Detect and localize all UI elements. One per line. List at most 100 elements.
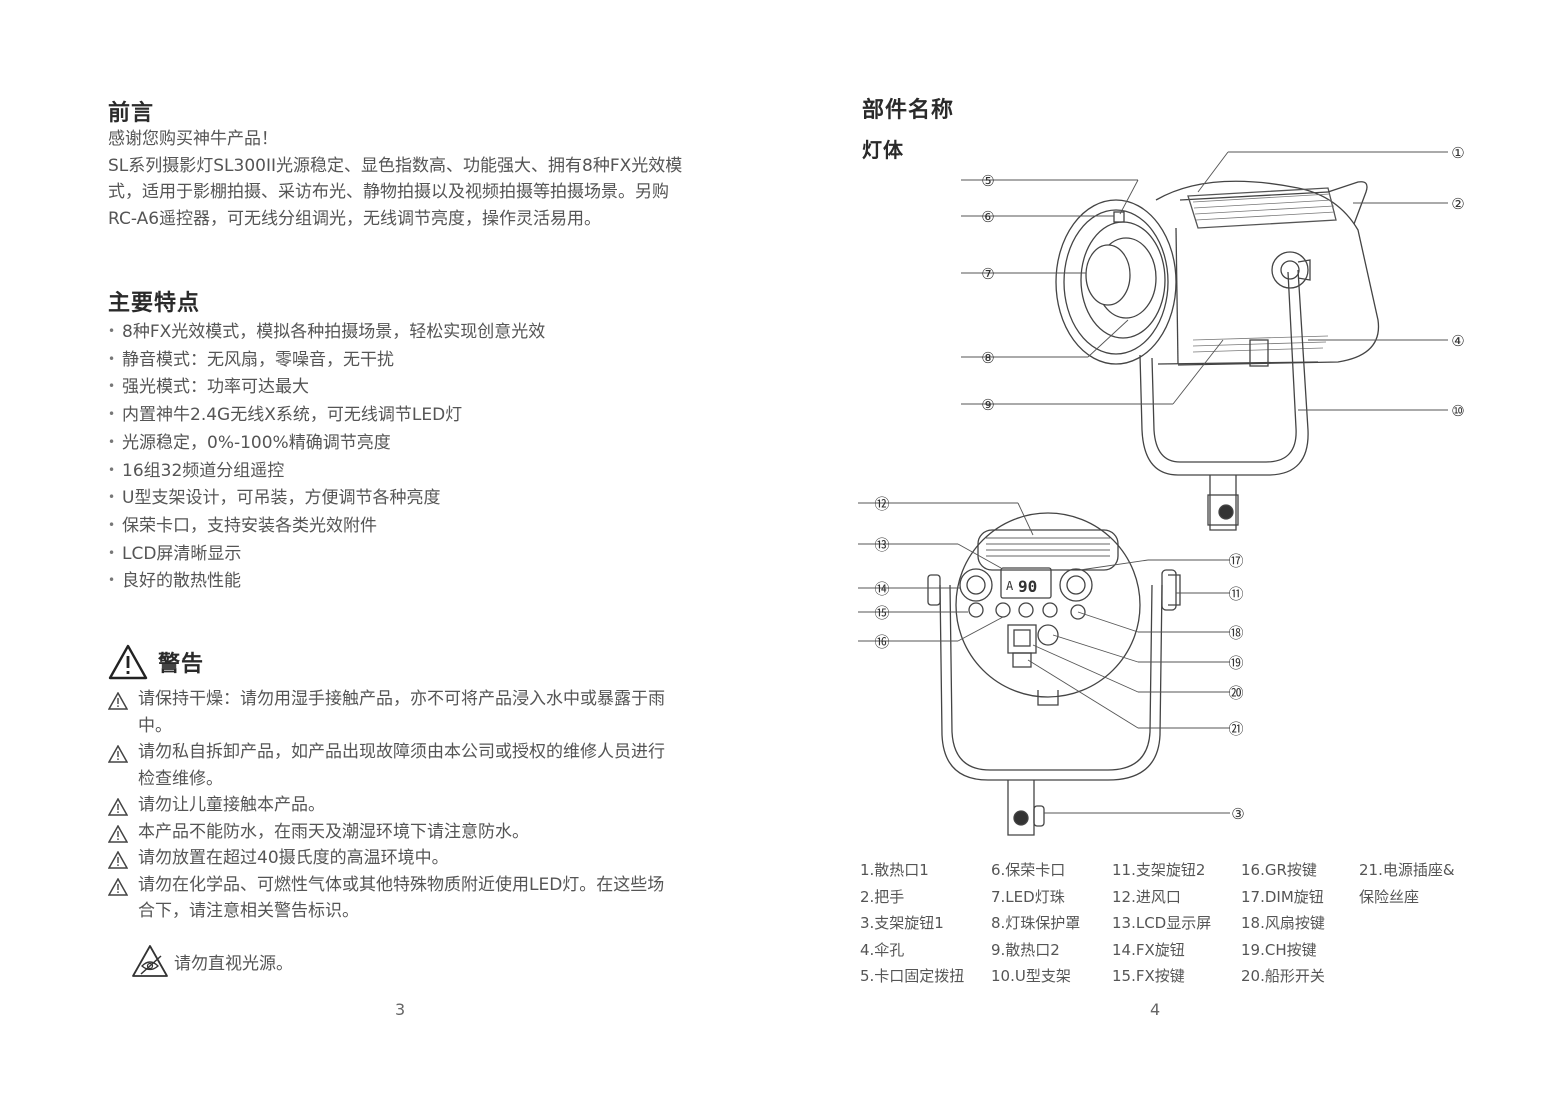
legend-column: 21.电源插座& 保险丝座 bbox=[1359, 857, 1455, 910]
callout-9: ⑨ bbox=[981, 396, 994, 414]
feature-item: 保荣卡口，支持安装各类光效附件 bbox=[108, 512, 545, 540]
callout-7: ⑦ bbox=[981, 265, 994, 283]
feature-item: 内置神牛2.4G无线X系统，可无线调节LED灯 bbox=[108, 401, 545, 429]
legend-column: 6.保荣卡口 7.LED灯珠 8.灯珠保护罩 9.散热口2 10.U型支架 bbox=[991, 857, 1080, 990]
warning-line: 检查维修。 bbox=[138, 768, 223, 789]
callout-21: ㉑ bbox=[1228, 720, 1243, 738]
callout-14: ⑭ bbox=[874, 580, 889, 598]
legend-item: 14.FX旋钮 bbox=[1112, 940, 1185, 959]
warning-line: 合下，请注意相关警告标识。 bbox=[138, 901, 359, 921]
callout-2: ② bbox=[1451, 195, 1464, 213]
legend-item: 9.散热口2 bbox=[991, 940, 1060, 959]
legend-item: 16.GR按键 bbox=[1241, 861, 1317, 879]
callout-6: ⑥ bbox=[981, 208, 994, 226]
parts-heading: 部件名称 bbox=[862, 98, 955, 123]
page-number-right: 4 bbox=[1150, 1000, 1161, 1019]
left-page: 前言 感谢您购买神牛产品！ SL系列摄影灯SL300II光源稳定、显色指数高、功… bbox=[0, 0, 778, 1104]
preface-line: SL系列摄影灯SL300II光源稳定、显色指数高、功能强大、拥有8种FX光效模 bbox=[108, 155, 683, 176]
legend-item: 12.进风口 bbox=[1112, 887, 1181, 906]
feature-item: 光源稳定，0%-100%精确调节亮度 bbox=[108, 429, 545, 457]
legend-column: 16.GR按键 17.DIM旋钮 18.风扇按键 19.CH按键 20.船形开关 bbox=[1241, 857, 1325, 990]
warning-item: 本产品不能防水，在雨天及潮湿环境下请注意防水。 bbox=[108, 819, 718, 846]
warning-small-icon bbox=[108, 824, 128, 843]
feature-item: 16组32频道分组遥控 bbox=[108, 457, 545, 485]
legend-item: 17.DIM旋钮 bbox=[1241, 887, 1324, 906]
callout-11: ⑪ bbox=[1228, 585, 1243, 603]
page-number-left: 3 bbox=[395, 1000, 406, 1019]
legend-item: 10.U型支架 bbox=[991, 967, 1071, 985]
legend-item: 6.保荣卡口 bbox=[991, 861, 1066, 879]
warning-item: 请勿在化学品、可燃性气体或其他特殊物质附近使用LED灯。在这些场 合下，请注意相… bbox=[108, 872, 718, 925]
preface-text: 感谢您购买神牛产品！ SL系列摄影灯SL300II光源稳定、显色指数高、功能强大… bbox=[108, 126, 718, 232]
legend-item: 18.风扇按键 bbox=[1241, 914, 1325, 932]
feature-item: LCD屏清晰显示 bbox=[108, 540, 545, 568]
callout-19: ⑲ bbox=[1228, 654, 1243, 672]
right-page: 部件名称 灯体 bbox=[778, 0, 1557, 1104]
feature-item: 8种FX光效模式，模拟各种拍摄场景，轻松实现创意光效 bbox=[108, 318, 545, 346]
legend-item: 4.伞孔 bbox=[860, 940, 905, 959]
warning-small-icon bbox=[108, 877, 128, 896]
warning-heading: 警告 bbox=[158, 652, 205, 677]
feature-item: U型支架设计，可吊装，方便调节各种亮度 bbox=[108, 484, 545, 512]
callout-1: ① bbox=[1451, 144, 1464, 162]
callout-17: ⑰ bbox=[1228, 552, 1243, 570]
callout-3: ③ bbox=[1231, 805, 1244, 823]
feature-item: 静音模式：无风扇，零噪音，无干扰 bbox=[108, 346, 545, 374]
callout-16: ⑯ bbox=[874, 633, 889, 651]
warning-line: 请保持干燥：请勿用湿手接触产品，亦不可将产品浸入水中或暴露于雨 bbox=[138, 689, 665, 709]
lcd-value: 90 bbox=[1018, 577, 1037, 596]
warning-item: 请勿放置在超过40摄氏度的高温环境中。 bbox=[108, 845, 718, 872]
preface-line: 式，适用于影棚拍摄、采访布光、静物拍摄以及视频拍摄等拍摄场景。另购 bbox=[108, 182, 669, 202]
legend-item: 3.支架旋钮1 bbox=[860, 914, 944, 932]
legend-item: 15.FX按键 bbox=[1112, 967, 1185, 985]
legend-item: 13.LCD显示屏 bbox=[1112, 914, 1212, 932]
features-heading: 主要特点 bbox=[108, 291, 201, 316]
callout-10: ⑩ bbox=[1451, 402, 1464, 420]
feature-item: 良好的散热性能 bbox=[108, 567, 545, 595]
legend-item: 21.电源插座& bbox=[1359, 861, 1455, 879]
legend-item: 保险丝座 bbox=[1359, 887, 1420, 906]
warning-line: 请勿让儿童接触本产品。 bbox=[138, 795, 325, 815]
legend-column: 11.支架旋钮2 12.进风口 13.LCD显示屏 14.FX旋钮 15.FX按… bbox=[1112, 857, 1211, 990]
warning-item: 请保持干燥：请勿用湿手接触产品，亦不可将产品浸入水中或暴露于雨 中。 bbox=[108, 686, 718, 739]
lcd-mode: A bbox=[1006, 579, 1014, 593]
legend-column: 1.散热口1 2.把手 3.支架旋钮1 4.伞孔 5.卡口固定拨扭 bbox=[860, 857, 964, 990]
warning-line: 请勿放置在超过40摄氏度的高温环境中。 bbox=[138, 848, 449, 868]
callout-4: ④ bbox=[1451, 332, 1464, 350]
no-stare-notice: 请勿直视光源。 bbox=[130, 943, 293, 979]
callout-5: ⑤ bbox=[981, 172, 994, 190]
warning-line: 中。 bbox=[138, 715, 172, 736]
callout-15: ⑮ bbox=[874, 604, 889, 622]
callout-13: ⑬ bbox=[874, 536, 889, 554]
features-list: 8种FX光效模式，模拟各种拍摄场景，轻松实现创意光效 静音模式：无风扇，零噪音，… bbox=[108, 318, 545, 595]
callout-20: ⑳ bbox=[1228, 684, 1243, 702]
no-stare-text: 请勿直视光源。 bbox=[174, 953, 293, 974]
warning-item: 请勿让儿童接触本产品。 bbox=[108, 792, 718, 819]
warning-small-icon bbox=[108, 692, 128, 710]
preface-line: 感谢您购买神牛产品！ bbox=[108, 129, 278, 149]
warning-line: 请勿私自拆卸产品，如产品出现故障须由本公司或授权的维修人员进行 bbox=[138, 742, 665, 762]
legend-item: 11.支架旋钮2 bbox=[1112, 861, 1206, 879]
legend-item: 20.船形开关 bbox=[1241, 967, 1325, 985]
legend-item: 2.把手 bbox=[860, 887, 905, 906]
legend-item: 8.灯珠保护罩 bbox=[991, 914, 1081, 932]
warning-title: 警告 bbox=[108, 640, 204, 684]
warning-small-icon bbox=[108, 798, 128, 816]
body-subheading: 灯体 bbox=[862, 138, 904, 162]
warning-small-icon bbox=[108, 745, 128, 763]
warning-line: 请勿在化学品、可燃性气体或其他特殊物质附近使用LED灯。在这些场 bbox=[138, 874, 665, 895]
preface-heading: 前言 bbox=[108, 101, 155, 126]
warning-list: 请保持干燥：请勿用湿手接触产品，亦不可将产品浸入水中或暴露于雨 中。 请勿私自拆… bbox=[108, 686, 718, 925]
legend-item: 5.卡口固定拨扭 bbox=[860, 967, 965, 985]
warning-item: 请勿私自拆卸产品，如产品出现故障须由本公司或授权的维修人员进行 检查维修。 bbox=[108, 739, 718, 792]
warning-small-icon bbox=[108, 851, 128, 869]
no-direct-light-icon bbox=[132, 945, 168, 977]
feature-item: 强光模式：功率可达最大 bbox=[108, 373, 545, 401]
callout-12: ⑫ bbox=[874, 495, 889, 513]
callout-18: ⑱ bbox=[1228, 624, 1243, 642]
warning-line: 本产品不能防水，在雨天及潮湿环境下请注意防水。 bbox=[138, 821, 529, 842]
warning-triangle-icon bbox=[108, 644, 148, 680]
legend-item: 19.CH按键 bbox=[1241, 940, 1317, 959]
legend-item: 1.散热口1 bbox=[860, 861, 929, 879]
preface-line: RC-A6遥控器，可无线分组调光，无线调节亮度，操作灵活易用。 bbox=[108, 208, 602, 229]
